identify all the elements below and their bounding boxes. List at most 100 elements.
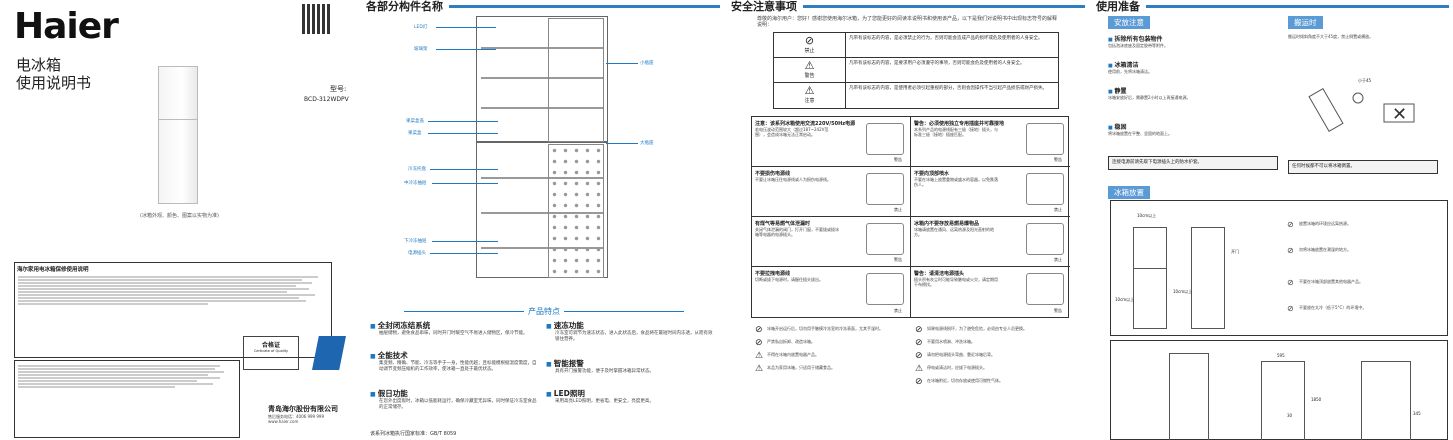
website: www.haier.com [268,419,299,424]
dim-height: 1850 [1311,397,1322,402]
prohibit-icon: ⊘ [1287,220,1294,229]
safety-panel: 安全注意事项 尊敬的海尔用户：您好！感谢您使用海尔冰箱，为了您能更好的阅读本说明… [727,0,1089,440]
dim-depth: 345 [1413,411,1421,416]
warning-icon: ⚠ [915,364,924,374]
prep-heading: 使用准备 [1096,0,1449,13]
freezer-door [548,144,604,278]
model-number: BCD-312WDPV [304,96,349,103]
service-info: 售后服务电话：4006 999 999 www.haier.com [268,414,324,424]
warning-list-left: ⊘冰箱开启运行后，切勿用手触摸冷冻室的冷冻表面，尤其手湿时。 ⊘严禁私自拆卸、改… [755,326,909,378]
prohibit-icon: ⊘ [915,351,923,361]
move-note: 任何时候都不可以将冰箱倒置。 [1288,160,1438,174]
feature-item: 假日功能在您外出度假时，冰箱以低能耗运行，确保冷藏室无异味，同时保证冷冻室食品的… [370,388,540,411]
mover-figure [1352,92,1364,104]
warning-item: ⚠本品为家用冰箱，只适用于储藏食品。 [755,364,835,374]
label-big-bottle: 大瓶座 [640,141,654,146]
warning-list-right: ⊘如果电源线损坏，为了避免危险，必须由专业人员更换。 ⊘不要用水喷淋、冲洗冰箱。… [915,326,1069,391]
warning-item: ⊘如果电源线损坏，为了避免危险，必须由专业人员更换。 [915,325,1027,335]
warning-item: ⊘在冰箱附近，切勿存放或使用可燃性气体。 [915,377,1003,387]
safety-heading: 安全注意事项 [731,0,1085,13]
tilted-fridge [1308,87,1344,133]
warranty-terms-box [14,360,240,438]
dim-door-view [1361,361,1411,440]
symbol-row: ⚠注意 凡带有该标志的内容，是使用者必须引起重视的部分，否则会因操作不当引起产品… [774,83,1058,108]
angle-label: 小于45 [1358,78,1372,83]
safety-cell: 不要损伤电源线不要让冰箱压住电源线或人为损伤电源线。禁止 [752,167,911,217]
certificate-box: 合格证 Certicate of Quality [243,336,299,370]
symbol-table: ⊘禁止 凡带有该标志的内容，是必须禁止的行为，否则可能会造成产品的损坏或危及使用… [773,32,1059,109]
dim-gap: 30 [1287,413,1293,418]
standards-note: 该系列冰箱执行国家标准：GB/T 8059 [370,431,457,437]
symbol-row: ⊘禁止 凡带有该标志的内容，是必须禁止的行为，否则可能会造成产品的损坏或危及使用… [774,33,1058,58]
cross-icon: ✕ [1392,104,1407,125]
warning-item: ⊘冰箱开启运行后，切勿用手触摸冷冻室的冷冻表面，尤其手湿时。 [755,325,883,335]
warning-item: ⊘不要用水喷淋、冲洗冰箱。 [915,338,975,348]
tab-move: 搬运时 [1288,16,1323,29]
place-note: ⊘放置冰箱的环境应远离热源。 [1287,220,1351,229]
place-note: ⊘勿将冰箱放置在潮湿的地方。 [1287,246,1351,255]
prohibit-icon: ⊘ [1287,246,1294,255]
safety-cell: 警告：请清洁电源插头插头积有灰尘时可能导致触电或火灾，请定期用干布擦拭。警告 [914,271,1064,313]
feature-item: 速冻功能冷冻室可调节为速冻状态，进入此状态后，食品将在最短时间内冻透，从而有效锁… [546,320,716,343]
parts-heading: 各部分构件名称 [366,0,720,13]
clearance-top: 10cm以上 [1137,213,1157,218]
placement-wall [1191,227,1225,329]
safety-grid: 注意：该系列冰箱使用交流220V/50Hz电源若电压波动范围较大（超过187~2… [751,116,1070,318]
model-label: 型号: [330,85,347,93]
label-led: LED灯 [414,25,428,30]
brand-logo: Haier [14,6,119,47]
safety-cell: 冰箱内不要存放易燃易爆物品冰箱请放置在通风、远离热源及阳光直射的地方。禁止 [911,217,1070,267]
features-heading: 产品特点 [368,306,720,317]
feature-item: 全能技术集变频、精确、节能、冷冻等手于一身，性能优越；且标能模根据温度需度，自动… [370,350,540,373]
qr-code-icon [302,4,332,34]
placement-fridge [1133,227,1167,329]
safety-intro: 尊敬的海尔用户：您好！感谢您使用海尔冰箱，为了您能更好的阅读本说明书和使用该产品… [757,16,1058,28]
label-power-plug: 电源插头 [408,251,426,256]
safety-cell: 注意：该系列冰箱使用交流220V/50Hz电源若电压波动范围较大（超过187~2… [752,117,911,167]
label-glass-shelf: 玻璃架 [414,47,428,52]
label-low-drawer: 下冷冻抽屉 [404,239,427,244]
fridge-diagram [476,16,608,278]
certificate-title: 合格证 [261,342,280,349]
label-mid-drawer: 中冷冻抽屉 [404,181,427,186]
tab-install: 安放注意 [1108,16,1150,29]
symbol-row: ⚠警告 凡带有该标志的内容，是要求用户必须遵守的事项，否则可能会危及使用者的人身… [774,58,1058,83]
dim-side-view [1261,361,1305,440]
safety-cell: 不要向顶部喷水不要在冰箱上放置重物或盛水的容器，以免跌落伤人。禁止 [911,167,1070,217]
label-crisper-cover: 果菜盒盖 [406,119,424,124]
prohibit-icon: ⊘ [915,377,923,387]
label-crisper: 果菜盒 [408,131,422,136]
install-note: 连接电源前请先取下电源插头上的防水护套。 [1108,156,1278,170]
company-name: 青岛海尔股份有限公司 [268,405,338,413]
truck-icon [1383,103,1415,123]
caution-icon: ⚠ [804,84,815,97]
place-note: ⊘不要放在太冷（低于5°C）的环境中。 [1287,304,1367,313]
warning-item: ⊘请勿把电源插头弯曲、靠近冰箱后背。 [915,351,995,361]
hotline: 售后服务电话：4006 999 999 [268,414,324,419]
cover-panel: Haier 电冰箱 使用说明书 (冰箱外观、颜色、图案以实物为准) 型号: BC… [0,0,362,440]
prohibit-icon: ⊘ [1287,304,1294,313]
parts-panel: 各部分构件名称 LED灯 玻璃架 果菜盒盖 果菜盒 冷冻托盘 中冷冻抽屉 下冷冻… [362,0,724,440]
label-small-bottle: 小瓶座 [640,61,654,66]
safety-cell: 警告：必须使用独立专用插座并可靠接地本系列产品的电源线配有三极（接地）插头，与标… [911,117,1070,167]
placement-box: 10cm以上 10cm以上 10cm以上 开门 ⊘放置冰箱的环境应远离热源。 ⊘… [1110,200,1448,336]
warranty-title: 海尔家用电冰箱保修使用说明 [17,267,89,273]
safety-cell: 不要拉拽电源线切断或拔下电源时，请握住插头拔出。禁止 [752,267,911,317]
dim-width: 595 [1277,353,1285,358]
prohibit-icon: ⊘ [755,338,763,348]
manual-title: 使用说明书 [16,74,92,92]
dim-front-view [1169,353,1209,440]
label-freezer-tray: 冷冻托盘 [408,167,426,172]
warning-icon: ⚠ [804,59,815,72]
tab-placement: 冰箱放置 [1108,186,1150,199]
prohibit-icon: ⊘ [755,325,763,335]
open-door-label: 开门 [1231,249,1239,254]
move-text: 搬运时倾斜角度不大于45度，禁止倒置或横放。 [1288,34,1374,39]
warning-item: ⚠不得在冰箱内放置电器产品。 [755,351,819,361]
clearance-side: 10cm以上 [1115,297,1135,302]
